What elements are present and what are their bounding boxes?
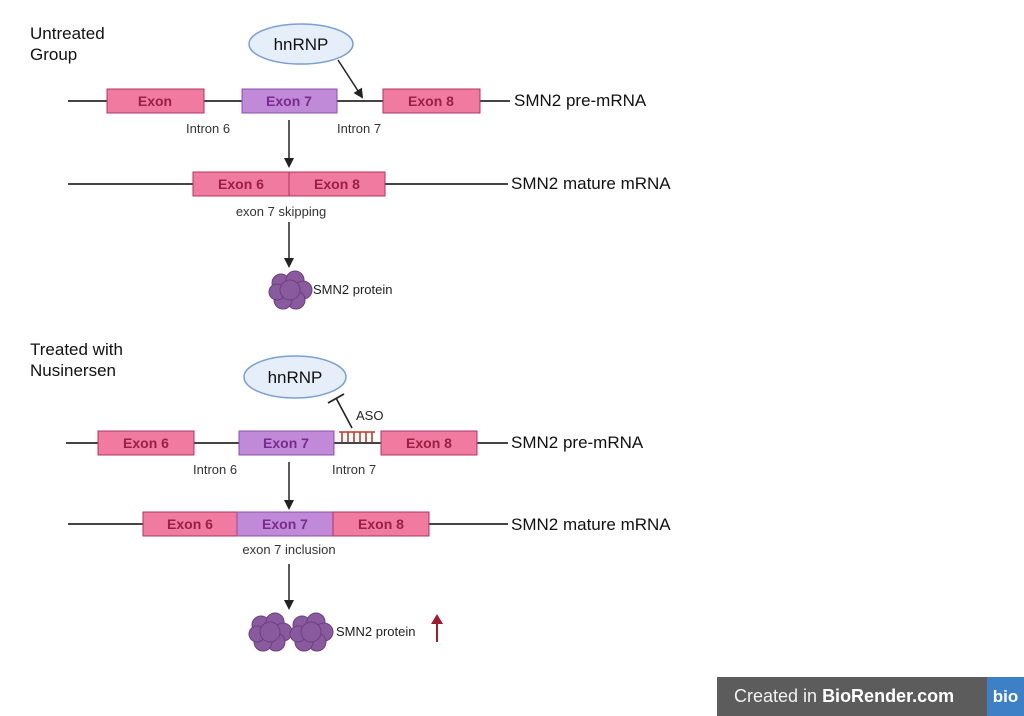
mature-exon-8-box [332, 511, 430, 537]
mature-exon-7-box [236, 511, 334, 537]
treated-section: Treated with Nusinersen hnRNP ASO Exon 6… [30, 340, 671, 652]
biorender-logo-icon: bio [987, 677, 1024, 716]
mature-exon-8-label: Exon 8 [314, 176, 360, 192]
protein-blob-icon [289, 612, 334, 652]
exon-8-box [380, 430, 478, 456]
exon-7-label: Exon 7 [266, 93, 312, 109]
pre-mrna-label: SMN2 pre-mRNA [511, 433, 644, 452]
treated-heading-line1: Treated with [30, 340, 123, 359]
mature-exon-6-label: Exon 6 [218, 176, 264, 192]
exon-7-label: Exon 7 [263, 435, 309, 451]
exon-7-box [238, 430, 335, 456]
intron-6-label: Intron 6 [186, 121, 230, 136]
mature-mrna-label: SMN2 mature mRNA [511, 515, 671, 534]
protein-blob-icon [268, 270, 313, 310]
exon-box [106, 88, 205, 114]
mature-exon-6-box [192, 171, 290, 197]
protein-label: SMN2 protein [336, 624, 415, 639]
hnrnp-binding-arrow [337, 59, 364, 99]
credit-prefix: Created in [734, 686, 823, 706]
hnrnp-label: hnRNP [274, 35, 329, 54]
credit-brand: BioRender.com [822, 686, 955, 706]
exon-7-box [241, 88, 338, 114]
untreated-heading-line1: Untreated [30, 24, 105, 43]
intron-7-label: Intron 7 [337, 121, 381, 136]
exon-8-box [382, 88, 481, 114]
mature-exon-7-label: Exon 7 [262, 516, 308, 532]
protein-label: SMN2 protein [313, 282, 392, 297]
inhibition-bar [327, 393, 345, 404]
hnrnp-bubble [248, 23, 354, 65]
inhibition-line [335, 397, 353, 429]
pre-mrna-label: SMN2 pre-mRNA [514, 91, 647, 110]
untreated-heading-line2: Group [30, 45, 77, 64]
aso-oligo-icon [339, 431, 375, 442]
exon-label: Exon [138, 93, 172, 109]
exon-8-label: Exon 8 [408, 93, 454, 109]
increase-arrow-icon [431, 614, 443, 642]
hnrnp-bubble [243, 355, 347, 399]
splice-note: exon 7 skipping [236, 204, 326, 219]
protein-blob-icon [248, 612, 293, 652]
mature-exon-6-label: Exon 6 [167, 516, 213, 532]
exon-6-box [97, 430, 195, 456]
credit-text: Created in BioRender.com [717, 686, 988, 707]
mature-exon-8-box [288, 171, 386, 197]
mature-exon-8-label: Exon 8 [358, 516, 404, 532]
intron-6-label: Intron 6 [193, 462, 237, 477]
splice-note: exon 7 inclusion [242, 542, 335, 557]
exon-6-label: Exon 6 [123, 435, 169, 451]
biorender-credit: Created in BioRender.com bio [717, 677, 1024, 716]
mature-mrna-label: SMN2 mature mRNA [511, 174, 671, 193]
treated-heading-line2: Nusinersen [30, 361, 116, 380]
hnrnp-label: hnRNP [268, 368, 323, 387]
exon-8-label: Exon 8 [406, 435, 452, 451]
intron-7-label: Intron 7 [332, 462, 376, 477]
aso-label: ASO [356, 408, 383, 423]
untreated-section: Untreated Group hnRNP Exon Exon 7 Exon 8… [30, 23, 671, 310]
